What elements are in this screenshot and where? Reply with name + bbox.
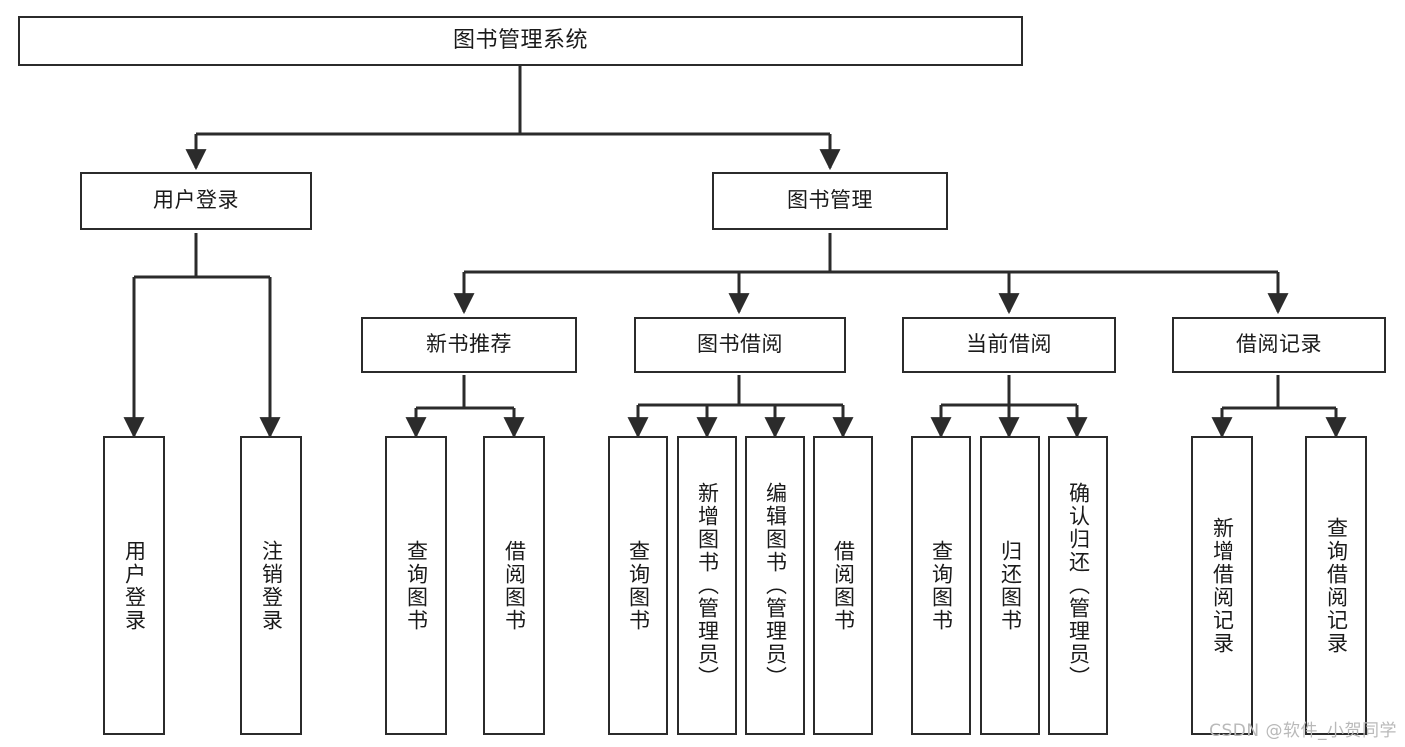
node-current-borrow[interactable]: 当前借阅 bbox=[902, 317, 1116, 373]
node-leaf-confirm-return[interactable]: 确认归还（管理员） bbox=[1048, 436, 1108, 735]
node-book-management-label: 图书管理 bbox=[787, 188, 873, 213]
node-leaf-query-book-2-label: 查询图书 bbox=[626, 539, 651, 632]
node-leaf-edit-book[interactable]: 编辑图书（管理员） bbox=[745, 436, 805, 735]
node-leaf-confirm-return-label: 确认归还（管理员） bbox=[1066, 482, 1091, 689]
node-leaf-user-logout[interactable]: 注销登录 bbox=[240, 436, 302, 735]
node-leaf-edit-book-label: 编辑图书（管理员） bbox=[763, 482, 788, 689]
node-leaf-borrow-book-1[interactable]: 借阅图书 bbox=[483, 436, 545, 735]
node-leaf-add-book-label: 新增图书（管理员） bbox=[695, 482, 720, 689]
node-leaf-add-book[interactable]: 新增图书（管理员） bbox=[677, 436, 737, 735]
node-leaf-add-record-label: 新增借阅记录 bbox=[1210, 516, 1235, 655]
node-leaf-query-book-1-label: 查询图书 bbox=[404, 539, 429, 632]
node-leaf-borrow-book-1-label: 借阅图书 bbox=[502, 539, 527, 632]
node-leaf-borrow-book-2[interactable]: 借阅图书 bbox=[813, 436, 873, 735]
node-borrow-record-label: 借阅记录 bbox=[1236, 332, 1322, 357]
node-borrow-record[interactable]: 借阅记录 bbox=[1172, 317, 1386, 373]
node-leaf-query-book-3-label: 查询图书 bbox=[929, 539, 954, 632]
node-leaf-query-record-label: 查询借阅记录 bbox=[1324, 516, 1349, 655]
node-book-borrow[interactable]: 图书借阅 bbox=[634, 317, 846, 373]
node-user-login[interactable]: 用户登录 bbox=[80, 172, 312, 230]
node-leaf-return-book[interactable]: 归还图书 bbox=[980, 436, 1040, 735]
node-leaf-query-book-2[interactable]: 查询图书 bbox=[608, 436, 668, 735]
node-leaf-query-book-3[interactable]: 查询图书 bbox=[911, 436, 971, 735]
node-root[interactable]: 图书管理系统 bbox=[18, 16, 1023, 66]
watermark: CSDN @软件_小贺同学 bbox=[1209, 721, 1397, 741]
node-book-management[interactable]: 图书管理 bbox=[712, 172, 948, 230]
node-leaf-user-login-label: 用户登录 bbox=[122, 539, 147, 632]
node-current-borrow-label: 当前借阅 bbox=[966, 332, 1052, 357]
node-leaf-borrow-book-2-label: 借阅图书 bbox=[831, 539, 856, 632]
node-leaf-add-record[interactable]: 新增借阅记录 bbox=[1191, 436, 1253, 735]
node-root-label: 图书管理系统 bbox=[452, 27, 588, 53]
node-leaf-user-logout-label: 注销登录 bbox=[259, 539, 284, 632]
node-leaf-user-login[interactable]: 用户登录 bbox=[103, 436, 165, 735]
node-new-book-recommend[interactable]: 新书推荐 bbox=[361, 317, 577, 373]
node-leaf-return-book-label: 归还图书 bbox=[998, 539, 1023, 632]
node-leaf-query-book-1[interactable]: 查询图书 bbox=[385, 436, 447, 735]
node-user-login-label: 用户登录 bbox=[153, 188, 239, 213]
node-leaf-query-record[interactable]: 查询借阅记录 bbox=[1305, 436, 1367, 735]
node-book-borrow-label: 图书借阅 bbox=[697, 332, 783, 357]
node-new-book-recommend-label: 新书推荐 bbox=[426, 332, 512, 357]
